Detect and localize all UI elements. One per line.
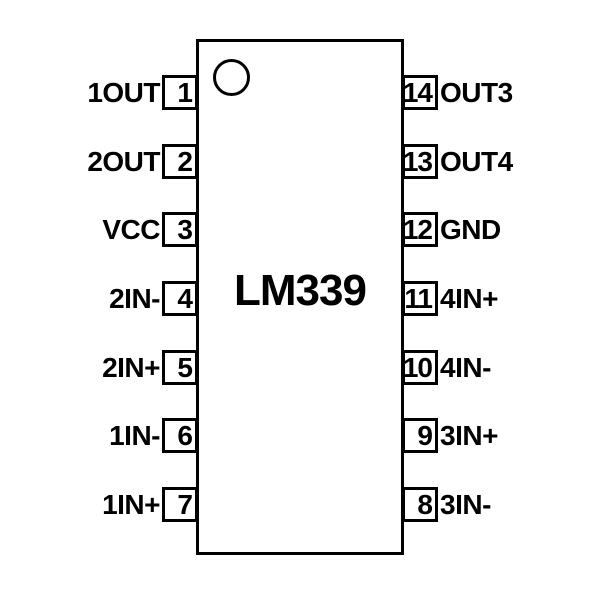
pin-11-label: 4IN+ [440,283,498,314]
pin-7-box: 7 [162,487,198,522]
pin-6-label: 1IN- [109,420,160,451]
pin-7-label: 1IN+ [102,489,160,520]
pin-14-label: OUT3 [440,77,513,108]
pin-3-box: 3 [162,212,198,247]
pin-3-label: VCC [102,214,160,245]
chip-part-number: LM339 [234,266,367,315]
pin-10-box: 10 [402,350,438,385]
pin1-indicator-circle [213,59,250,96]
pin-8-box: 8 [402,487,438,522]
pin-6-box: 6 [162,418,198,453]
pin-12-label: GND [440,214,501,245]
pin-14-box: 14 [402,75,438,110]
pin-13-box: 13 [402,144,438,179]
pin-9-box: 9 [402,418,438,453]
pin-4-label: 2IN- [109,283,160,314]
pin-1-label: 1OUT [87,77,160,108]
pin-10-label: 4IN- [440,352,491,383]
pin-11-box: 11 [402,281,438,316]
pin-1-box: 1 [162,75,198,110]
pin-13-label: OUT4 [440,146,513,177]
pin-2-box: 2 [162,144,198,179]
pin-4-box: 4 [162,281,198,316]
pin-2-label: 2OUT [87,146,160,177]
pin-8-label: 3IN- [440,489,491,520]
pin-5-label: 2IN+ [102,352,160,383]
pin-12-box: 12 [402,212,438,247]
pin-9-label: 3IN+ [440,420,498,451]
pin-5-box: 5 [162,350,198,385]
